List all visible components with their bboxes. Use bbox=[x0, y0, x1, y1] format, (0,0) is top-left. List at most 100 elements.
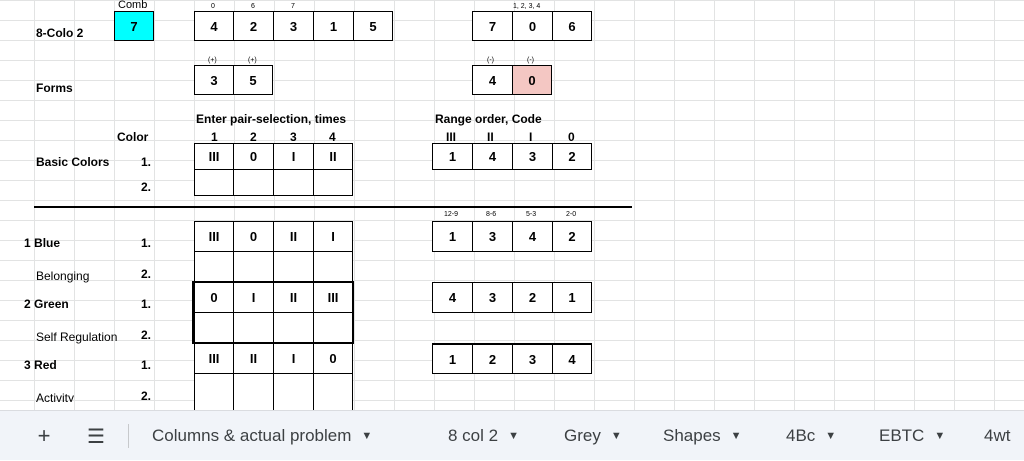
tab-separator bbox=[128, 424, 129, 448]
pair-cell[interactable]: I bbox=[313, 221, 353, 252]
forms-label: Forms bbox=[36, 81, 73, 95]
pair-cell[interactable]: I bbox=[273, 343, 314, 374]
tab-label: Columns & actual problem bbox=[152, 426, 352, 445]
pair-cell-empty[interactable] bbox=[233, 312, 274, 343]
pair-cell-empty[interactable] bbox=[233, 251, 274, 283]
pair-cell[interactable]: II bbox=[273, 282, 314, 313]
col-header-r3: I bbox=[529, 130, 533, 144]
caret-down-icon[interactable]: ▼ bbox=[825, 430, 837, 442]
pair-cell[interactable]: II bbox=[273, 221, 314, 252]
tab-ebtc[interactable]: EBTC ▼ bbox=[879, 411, 945, 461]
pair-cell-empty[interactable] bbox=[233, 169, 274, 196]
pair-cell[interactable]: II bbox=[313, 143, 353, 170]
header-cell-right[interactable]: 0 bbox=[512, 11, 553, 41]
range-cell[interactable]: 2 bbox=[512, 282, 553, 313]
comb-value-cell[interactable]: 7 bbox=[114, 11, 154, 41]
pair-cell-empty[interactable] bbox=[313, 312, 353, 343]
forms-cell[interactable]: 3 bbox=[194, 65, 234, 95]
row-num: 2. bbox=[141, 328, 152, 342]
green-sub-label: Self Regulation bbox=[36, 330, 118, 344]
pair-cell[interactable]: 0 bbox=[313, 343, 353, 374]
pair-cell-empty[interactable] bbox=[233, 373, 274, 410]
tab-columns-actual-problem[interactable]: Columns & actual problem ▼ bbox=[152, 411, 372, 461]
tab-grey[interactable]: Grey▼ bbox=[564, 411, 622, 461]
row-num: 2. bbox=[141, 267, 152, 281]
plus-icon: + bbox=[37, 423, 51, 448]
header-cell[interactable]: 4 bbox=[194, 11, 234, 41]
range-cell[interactable]: 1 bbox=[552, 282, 592, 313]
forms-cell-right-highlighted[interactable]: 0 bbox=[512, 65, 552, 95]
range-cell[interactable]: 1 bbox=[432, 343, 473, 374]
caret-down-icon[interactable]: ▼ bbox=[610, 430, 622, 442]
pair-cell[interactable]: III bbox=[194, 143, 234, 170]
tab-label: 4Bc bbox=[786, 426, 816, 445]
range-cell[interactable]: 1 bbox=[432, 143, 473, 170]
pair-cell-empty[interactable] bbox=[313, 169, 353, 196]
caret-down-icon[interactable]: ▼ bbox=[361, 430, 373, 442]
forms-sign-right-2: (-) bbox=[527, 57, 534, 64]
tab-4wt[interactable]: 4wt bbox=[984, 411, 1024, 461]
caret-down-icon[interactable]: ▼ bbox=[508, 430, 519, 442]
range-cell[interactable]: 2 bbox=[552, 143, 592, 170]
tab-4bc[interactable]: 4Bc ▼ bbox=[786, 411, 836, 461]
red-label: 3 Red bbox=[24, 358, 57, 372]
pair-cell[interactable]: II bbox=[233, 343, 274, 374]
col-header-2: 2 bbox=[250, 130, 257, 144]
pair-cell-empty[interactable] bbox=[273, 312, 314, 343]
header-cell-right[interactable]: 7 bbox=[472, 11, 513, 41]
range-hint-3: 5-3 bbox=[526, 211, 537, 218]
range-cell[interactable]: 3 bbox=[512, 143, 553, 170]
range-cell[interactable]: 4 bbox=[472, 143, 513, 170]
tab-label: Shapes bbox=[663, 426, 721, 445]
add-sheet-button[interactable]: + bbox=[28, 411, 60, 461]
blue-label: 1 Blue bbox=[24, 236, 61, 250]
pair-cell-empty[interactable] bbox=[194, 169, 234, 196]
range-cell[interactable]: 2 bbox=[472, 343, 513, 374]
range-cell[interactable]: 3 bbox=[472, 282, 513, 313]
pair-cell-empty[interactable] bbox=[273, 251, 314, 283]
header-cell[interactable]: 5 bbox=[353, 11, 393, 41]
pair-cell[interactable]: I bbox=[233, 282, 274, 313]
range-hint-2: 8-6 bbox=[486, 211, 497, 218]
pair-cell-empty[interactable] bbox=[194, 373, 234, 410]
pair-cell[interactable]: III bbox=[313, 282, 353, 313]
pair-cell[interactable]: 0 bbox=[233, 221, 274, 252]
tab-label: EBTC bbox=[879, 426, 925, 445]
color-header: Color bbox=[117, 130, 149, 144]
pair-cell-empty[interactable] bbox=[273, 169, 314, 196]
range-cell[interactable]: 4 bbox=[552, 343, 592, 374]
pair-cell-empty[interactable] bbox=[313, 373, 353, 410]
caret-down-icon[interactable]: ▼ bbox=[730, 430, 742, 442]
range-cell[interactable]: 4 bbox=[432, 282, 473, 313]
hint-right: 1, 2, 3, 4 bbox=[513, 3, 541, 10]
range-hint-1: 12-9 bbox=[444, 211, 459, 218]
caret-down-icon[interactable]: ▼ bbox=[934, 430, 946, 442]
range-hint-4: 2-0 bbox=[566, 211, 577, 218]
pair-cell-empty[interactable] bbox=[313, 251, 353, 283]
pair-cell-empty[interactable] bbox=[194, 251, 234, 283]
forms-cell-right[interactable]: 4 bbox=[472, 65, 513, 95]
header-cell[interactable]: 3 bbox=[273, 11, 314, 41]
pair-cell[interactable]: 0 bbox=[233, 143, 274, 170]
sheet-tab-bar: + ☰ Columns & actual problem ▼ 8 col 2▼ G… bbox=[0, 410, 1024, 460]
range-cell[interactable]: 2 bbox=[552, 221, 592, 252]
range-cell[interactable]: 1 bbox=[432, 221, 473, 252]
range-cell[interactable]: 3 bbox=[512, 343, 553, 374]
pair-cell-empty[interactable] bbox=[194, 312, 234, 343]
pair-cell[interactable]: III bbox=[194, 221, 234, 252]
forms-cell[interactable]: 5 bbox=[233, 65, 273, 95]
pair-cell[interactable]: 0 bbox=[194, 282, 234, 313]
forms-sign-right-1: (-) bbox=[487, 57, 494, 64]
range-cell[interactable]: 3 bbox=[472, 221, 513, 252]
header-cell[interactable]: 2 bbox=[233, 11, 274, 41]
header-cell[interactable]: 1 bbox=[313, 11, 354, 41]
tab-8-col-2[interactable]: 8 col 2▼ bbox=[448, 411, 519, 461]
all-sheets-button[interactable]: ☰ bbox=[80, 411, 112, 461]
pair-cell-empty[interactable] bbox=[273, 373, 314, 410]
header-cell-right[interactable]: 6 bbox=[552, 11, 592, 41]
basic-colors-label: Basic Colors bbox=[36, 155, 110, 169]
range-cell[interactable]: 4 bbox=[512, 221, 553, 252]
pair-cell[interactable]: III bbox=[194, 343, 234, 374]
tab-shapes[interactable]: Shapes ▼ bbox=[663, 411, 742, 461]
pair-cell[interactable]: I bbox=[273, 143, 314, 170]
